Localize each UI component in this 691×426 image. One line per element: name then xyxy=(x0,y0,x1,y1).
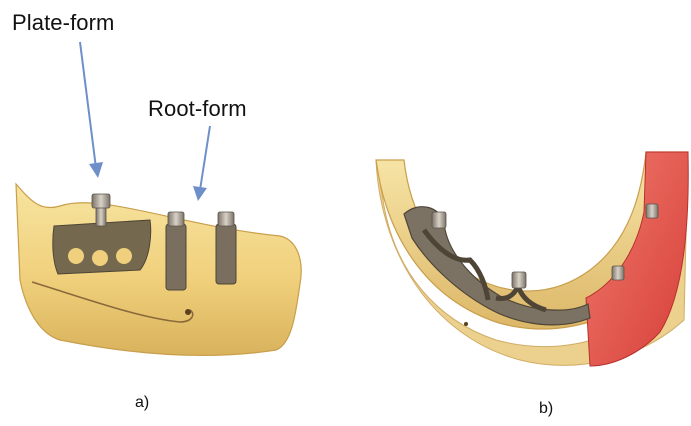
plate-form-label: Plate-form xyxy=(12,10,114,36)
root-implant-body xyxy=(166,224,186,290)
arch-abutment xyxy=(432,212,446,228)
plate-hole xyxy=(116,248,132,264)
root-form-label: Root-form xyxy=(148,96,247,122)
gingiva xyxy=(586,152,688,366)
plate-hole xyxy=(92,250,108,266)
plate-body xyxy=(53,220,151,274)
arch-abutment xyxy=(512,272,526,288)
root-implant-head xyxy=(218,212,234,226)
mental-foramen xyxy=(464,322,468,326)
arch-abutment xyxy=(646,204,658,218)
mandible-side-view xyxy=(16,42,301,355)
root-form-implant xyxy=(166,212,186,290)
plate-form-arrowhead xyxy=(89,162,103,178)
root-implant-body xyxy=(216,224,236,284)
panel-a-caption: a) xyxy=(135,394,149,412)
mental-foramen xyxy=(185,309,191,315)
arch-abutment xyxy=(612,266,624,280)
plate-abutment xyxy=(92,194,110,208)
root-form-arrowhead xyxy=(193,186,207,201)
mandible-arch-view xyxy=(376,152,688,366)
root-implant-head xyxy=(168,212,184,226)
plate-form-arrow xyxy=(80,42,96,168)
plate-post xyxy=(96,206,106,226)
root-form-arrow xyxy=(200,126,210,190)
plate-hole xyxy=(68,248,84,264)
root-form-implant xyxy=(216,212,236,284)
panel-b-caption: b) xyxy=(539,400,553,418)
